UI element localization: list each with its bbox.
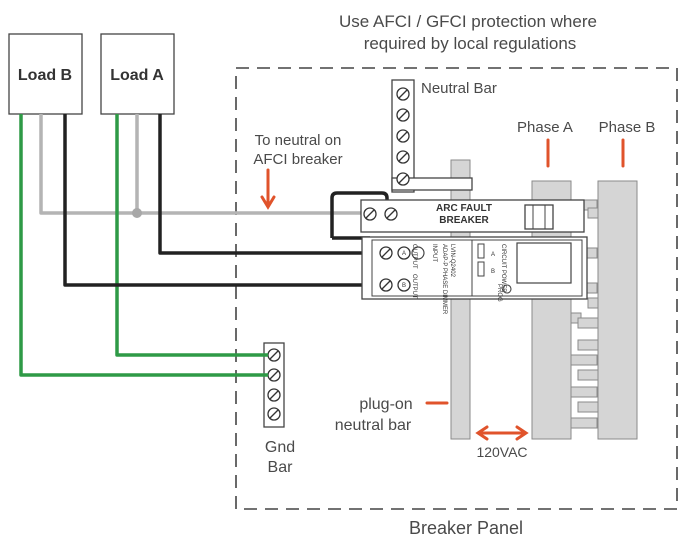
dimmer-input-label: INPUT xyxy=(431,244,437,262)
dimmer-module xyxy=(361,236,588,300)
dimmer-terminal-b-label: B xyxy=(402,283,406,289)
phase-b-bus xyxy=(577,180,638,440)
load-a-box xyxy=(100,33,175,115)
dimmer-status-b: B xyxy=(491,269,495,275)
load-b-box xyxy=(8,33,83,115)
plug-on-label-line2: neutral bar xyxy=(335,417,412,434)
afci-label-line2: BREAKER xyxy=(439,215,489,226)
gnd-bar-label-line1: Gnd xyxy=(265,439,295,456)
to-neutral-label-line1: To neutral on xyxy=(255,132,342,149)
to-neutral-label-line2: AFCI breaker xyxy=(253,151,342,168)
dimmer-circuit-power-label: CIRCUIT POWER xyxy=(500,244,506,293)
breaker-panel-label: Breaker Panel xyxy=(409,518,523,538)
neutral-bar-label: Neutral Bar xyxy=(421,80,497,97)
voltage-label: 120VAC xyxy=(476,444,527,460)
neutral-splice-dot xyxy=(132,208,142,218)
dimmer-model-line2: LVIN-Q2402 xyxy=(449,244,455,278)
afci-label-line1: ARC FAULT xyxy=(436,203,492,214)
breaker-panel-outline xyxy=(235,67,678,510)
phase-a-label: Phase A xyxy=(517,119,573,136)
hot-wires xyxy=(63,114,389,287)
dimmer-status-a: A xyxy=(491,252,495,258)
afci-terminals xyxy=(363,207,398,221)
header-note-line1: Use AFCI / GFCI protection where xyxy=(339,12,597,31)
load-a-label: Load A xyxy=(110,67,164,84)
gnd-bar-label-line2: Bar xyxy=(268,459,294,476)
load-b-label: Load B xyxy=(18,67,72,84)
dimmer-prog-label: PROG xyxy=(496,284,502,302)
dimmer-terminal-a-label: A xyxy=(402,251,406,257)
callout-arrows xyxy=(260,138,625,441)
ground-bar xyxy=(263,342,285,428)
neutral-wires xyxy=(39,114,368,215)
neutral-bar-screws xyxy=(396,87,410,186)
ground-wires xyxy=(19,114,268,377)
plug-on-label-line1: plug-on xyxy=(359,396,412,413)
dimmer-output-label-2: OUTPUT xyxy=(411,274,417,299)
phase-b-label: Phase B xyxy=(599,119,656,136)
dimmer-model-line1: ADAP-P PHASE DIMMER xyxy=(441,244,447,315)
afci-breaker xyxy=(360,199,585,233)
dimmer-terminals xyxy=(379,246,411,292)
dimmer-output-label: OUTPUT xyxy=(411,244,417,269)
header-note-line2: required by local regulations xyxy=(364,34,577,53)
